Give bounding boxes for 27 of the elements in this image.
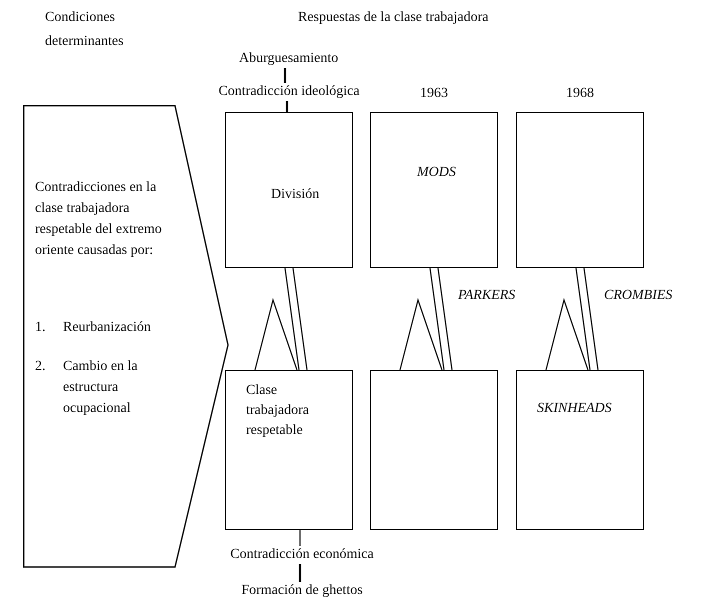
connector-line [284, 68, 286, 83]
panel-text: Cambio en la estructura ocupacional [63, 358, 139, 418]
response-box [516, 112, 644, 268]
bubble-tail-connector [399, 267, 453, 371]
response-box [225, 112, 353, 268]
response-box [370, 370, 498, 530]
response-box [225, 370, 353, 530]
bubble-tail-connector [545, 267, 599, 371]
response-box [516, 370, 644, 530]
list-number: 1. [35, 319, 46, 337]
connector-line [299, 530, 301, 546]
list-number: 2. [35, 358, 46, 376]
column-heading: Respuestas de la clase trabajadora [298, 9, 490, 27]
connector-line [298, 564, 302, 582]
node-text: Aburguesamiento [237, 50, 337, 68]
box-text: División [271, 186, 320, 204]
bubble-tail-connector [254, 267, 308, 371]
box-text: Clase trabajadora respetable [246, 382, 310, 440]
connector-line [286, 101, 288, 112]
panel-text: Reurbanización [63, 319, 152, 337]
box-text: SKINHEADS [537, 400, 612, 418]
year-label: 1968 [565, 86, 595, 102]
column-heading: Condiciones determinantes [45, 9, 125, 51]
box-text: MODS [417, 164, 456, 182]
panel-text: Contradicciones en la clase trabajadora respetable del extremo oriente causadas por: [35, 179, 163, 260]
response-box [370, 112, 498, 268]
year-label: 1963 [419, 86, 449, 102]
